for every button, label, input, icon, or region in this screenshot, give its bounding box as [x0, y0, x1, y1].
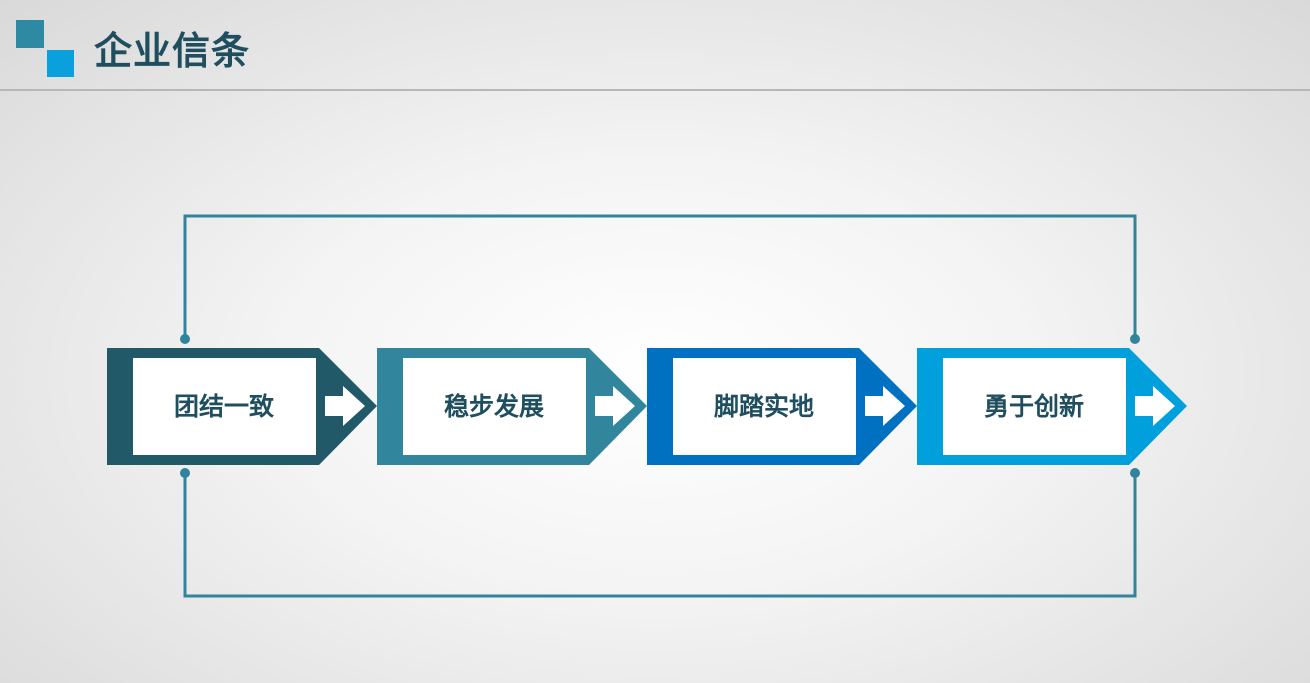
- page-title: 企业信条: [94, 29, 251, 73]
- header-divider: [0, 89, 1310, 91]
- loop-connector-bottom: [180, 468, 1140, 598]
- process-step-4: 勇于创新: [917, 348, 1187, 465]
- step-label: 脚踏实地: [714, 392, 814, 421]
- step-label: 勇于创新: [984, 392, 1084, 421]
- loop-connector-top: [180, 214, 1140, 344]
- step-label: 团结一致: [174, 392, 275, 421]
- step-label-panel: [403, 358, 586, 455]
- step-label-panel: [943, 358, 1126, 455]
- logo-square-light: [47, 50, 74, 77]
- arrow-right-icon: [865, 386, 905, 426]
- logo-square-dark: [16, 20, 44, 48]
- arrow-right-icon: [1135, 386, 1175, 426]
- process-step-1: 团结一致: [107, 348, 377, 465]
- arrow-right-icon: [325, 386, 365, 426]
- arrow-right-icon: [595, 386, 635, 426]
- step-label-panel: [673, 358, 856, 455]
- process-step-3: 脚踏实地: [647, 348, 917, 465]
- step-label-panel: [133, 358, 316, 455]
- step-label: 稳步发展: [444, 392, 544, 421]
- process-step-2: 稳步发展: [377, 348, 647, 465]
